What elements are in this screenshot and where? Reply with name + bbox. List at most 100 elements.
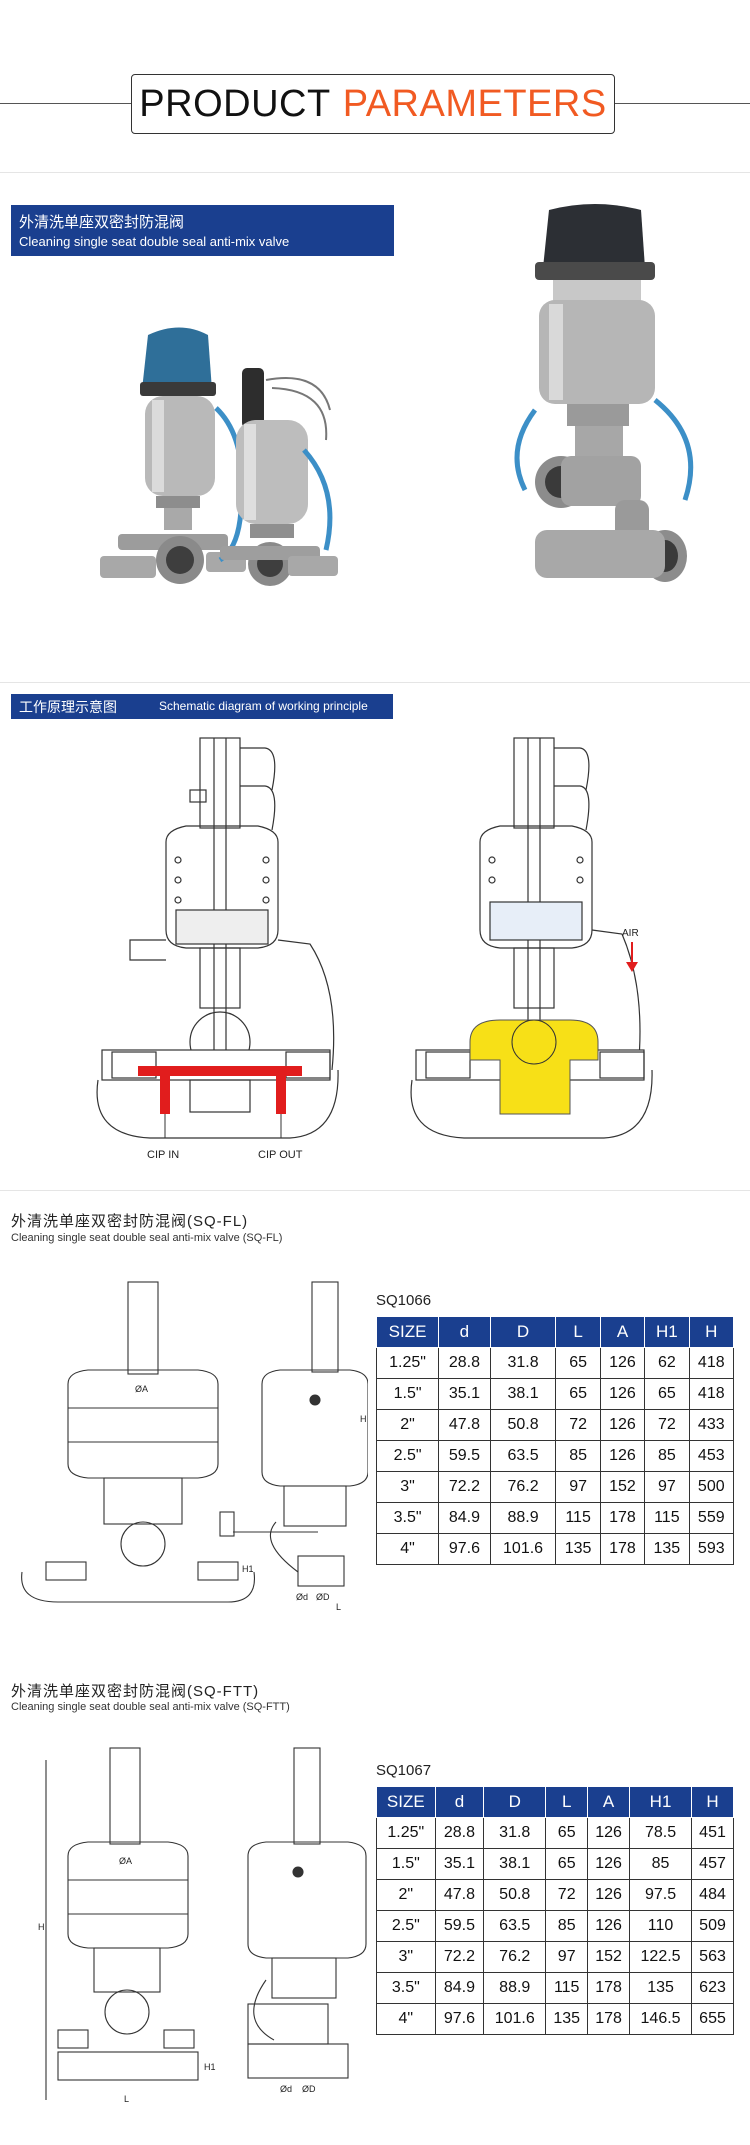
table-cell: 78.5 bbox=[629, 1817, 693, 1849]
section1-label-h: H bbox=[360, 1414, 367, 1424]
table-cell: 85 bbox=[555, 1440, 601, 1472]
section2-col-a: A bbox=[587, 1786, 631, 1818]
product-flow-area bbox=[469, 1019, 599, 1115]
table-cell: 115 bbox=[644, 1502, 690, 1534]
table-cell: 59.5 bbox=[434, 1910, 485, 1942]
cip-out-label: CIP OUT bbox=[258, 1149, 303, 1161]
product-banner: 外清洗单座双密封防混阀 Cleaning single seat double … bbox=[11, 205, 394, 256]
section2-side-view bbox=[247, 1747, 367, 2079]
table-cell: 84.9 bbox=[438, 1502, 491, 1534]
table-cell: 3" bbox=[375, 1471, 440, 1503]
table-cell: 28.8 bbox=[434, 1817, 485, 1849]
table-cell: 178 bbox=[587, 1972, 631, 2004]
section2-label-a: ØA bbox=[119, 1856, 132, 1866]
schematic-banner: 工作原理示意图 Schematic diagram of working pri… bbox=[11, 694, 393, 719]
section2-dimension-labels: ØA H H1 L Ød ØD bbox=[38, 1856, 316, 2104]
section2-label-d: Ød bbox=[280, 2084, 292, 2094]
section1-side-view bbox=[233, 1281, 368, 1587]
section1-col-h: H bbox=[688, 1316, 735, 1348]
table-cell: 126 bbox=[587, 1879, 631, 1911]
table-cell: 4" bbox=[376, 2003, 436, 2035]
table-cell: 126 bbox=[587, 1817, 631, 1849]
product-name-en: Cleaning single seat double seal anti-mi… bbox=[19, 234, 290, 249]
table-cell: 115 bbox=[555, 1502, 601, 1534]
section1-col-size: SIZE bbox=[375, 1316, 440, 1348]
table-cell: 85 bbox=[644, 1440, 690, 1472]
section2-front-view bbox=[45, 1747, 199, 2100]
table-cell: 3.5" bbox=[376, 1972, 436, 2004]
table-cell: 85 bbox=[545, 1910, 589, 1942]
table-cell: 35.1 bbox=[434, 1848, 485, 1880]
table-cell: 97 bbox=[545, 1941, 589, 1973]
air-arrow-head bbox=[626, 962, 638, 972]
table-cell: 88.9 bbox=[483, 1972, 547, 2004]
table-cell: 76.2 bbox=[483, 1941, 547, 1973]
schematic-title-en: Schematic diagram of working principle bbox=[159, 699, 368, 713]
table-cell: 1.5" bbox=[376, 1848, 436, 1880]
section2-col-h1: H1 bbox=[629, 1786, 693, 1818]
table-cell: 2" bbox=[375, 1409, 440, 1441]
table-cell: 72 bbox=[545, 1879, 589, 1911]
table-cell: 63.5 bbox=[483, 1910, 547, 1942]
table-cell: 126 bbox=[587, 1910, 631, 1942]
section1-front-view bbox=[21, 1281, 256, 1603]
section2-caption-en: Cleaning single seat double seal anti-mi… bbox=[11, 1701, 290, 1713]
table-cell: 50.8 bbox=[483, 1879, 547, 1911]
section1-caption-en: Cleaning single seat double seal anti-mi… bbox=[11, 1232, 283, 1244]
table-cell: 135 bbox=[644, 1533, 690, 1565]
table-cell: 38.1 bbox=[489, 1378, 557, 1410]
table-cell: 135 bbox=[555, 1533, 601, 1565]
valve-seat bbox=[511, 1019, 557, 1065]
table-cell: 178 bbox=[599, 1502, 646, 1534]
table-cell: 31.8 bbox=[483, 1817, 547, 1849]
table-cell: 97.6 bbox=[434, 2003, 485, 2035]
table-cell: 72 bbox=[644, 1409, 690, 1441]
table-cell: 126 bbox=[599, 1378, 646, 1410]
section1-label-dd: ØD bbox=[316, 1592, 330, 1602]
section2-col-l: L bbox=[545, 1786, 589, 1818]
table-cell: 563 bbox=[691, 1941, 734, 1973]
section2-label-l: L bbox=[124, 2094, 129, 2104]
section2-model: SQ1067 bbox=[376, 1762, 432, 1779]
section1-col-d: d bbox=[438, 1316, 491, 1348]
product-photo bbox=[100, 327, 338, 586]
table-cell: 85 bbox=[629, 1848, 693, 1880]
cip-in-label: CIP IN bbox=[147, 1149, 179, 1161]
schematic-divider bbox=[0, 1190, 750, 1191]
table-cell: 178 bbox=[599, 1533, 646, 1565]
table-cell: 453 bbox=[688, 1440, 735, 1472]
section2-caption-zh: 外清洗单座双密封防混阀(SQ-FTT) bbox=[11, 1683, 260, 1700]
table-cell: 1.25" bbox=[376, 1817, 436, 1849]
section1-dimension-labels: ØA H H1 Ød ØD L bbox=[135, 1384, 367, 1612]
table-cell: 88.9 bbox=[489, 1502, 557, 1534]
table-cell: 101.6 bbox=[489, 1533, 557, 1565]
valve-photo-blue bbox=[100, 327, 246, 584]
table-cell: 433 bbox=[688, 1409, 735, 1441]
title-rule-left bbox=[0, 103, 131, 104]
header-divider bbox=[0, 172, 750, 173]
table-cell: 122.5 bbox=[629, 1941, 693, 1973]
section2-header-row: SIZE d D L A H1 H bbox=[376, 1786, 734, 1818]
table-cell: 2.5" bbox=[375, 1440, 440, 1472]
section2-col-h: H bbox=[691, 1786, 734, 1818]
table-cell: 97 bbox=[555, 1471, 601, 1503]
section2-drawing bbox=[45, 1747, 367, 2100]
page-title-part1: PRODUCT bbox=[139, 82, 331, 125]
table-cell: 126 bbox=[599, 1409, 646, 1441]
cip-flow-path bbox=[138, 1066, 302, 1114]
table-cell: 178 bbox=[587, 2003, 631, 2035]
product-photo-large bbox=[514, 204, 694, 582]
section1-drawing bbox=[21, 1281, 368, 1603]
table-cell: 62 bbox=[644, 1347, 690, 1379]
product-name-zh: 外清洗单座双密封防混阀 bbox=[19, 214, 185, 231]
page-title-part2: PARAMETERS bbox=[342, 82, 607, 125]
